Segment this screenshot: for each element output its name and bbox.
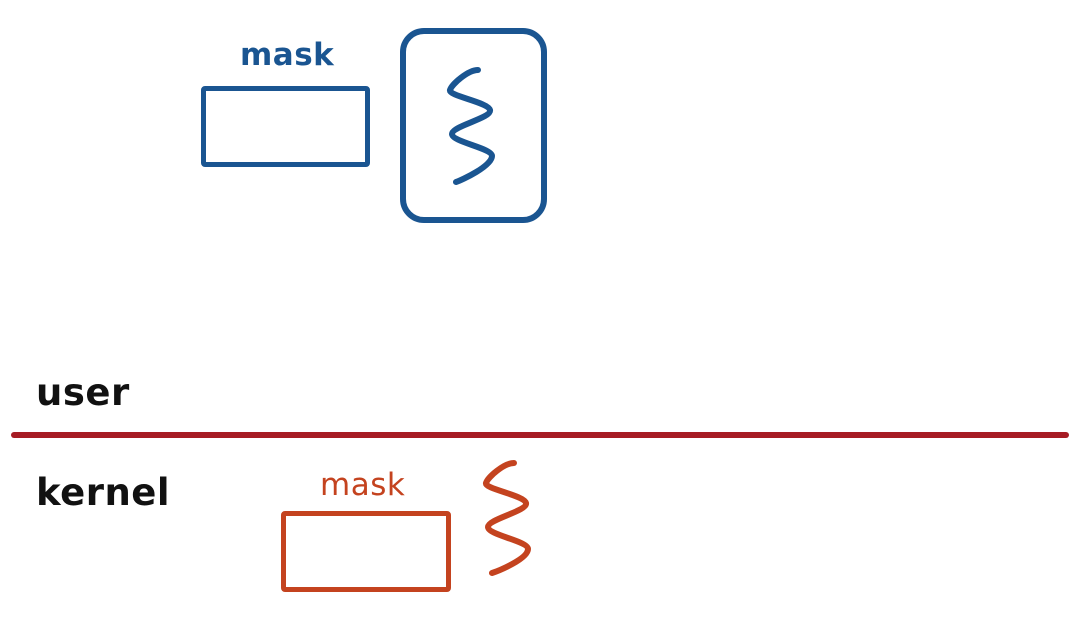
kernel-mask-label: mask bbox=[320, 467, 406, 503]
user-mask-label: mask bbox=[240, 37, 335, 73]
kernel-mask-box bbox=[281, 511, 451, 592]
user-mask-box bbox=[201, 86, 370, 167]
user-process-frame bbox=[400, 28, 547, 223]
kernel-thread-path bbox=[482, 460, 531, 576]
user-space-label: user bbox=[36, 371, 130, 414]
user-thread-squiggle-icon bbox=[446, 67, 495, 185]
user-thread-path bbox=[446, 67, 495, 185]
kernel-thread-squiggle-icon bbox=[482, 460, 531, 576]
kernel-space-label: kernel bbox=[36, 471, 171, 514]
user-kernel-divider bbox=[11, 432, 1069, 438]
